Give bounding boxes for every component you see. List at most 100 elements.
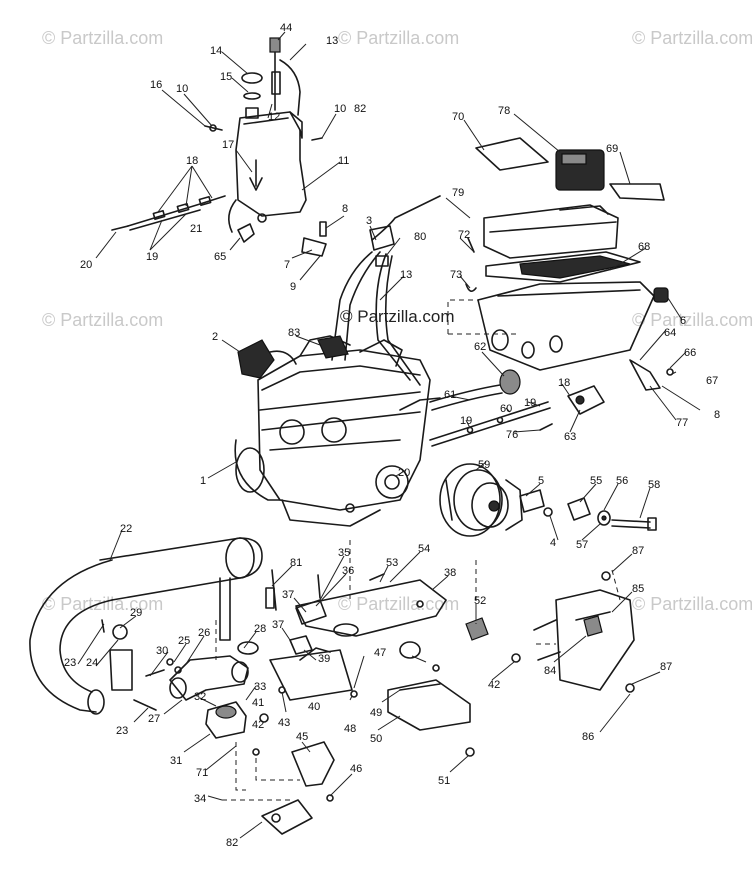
callout-label: 15 [220,71,232,83]
callout-label: 82 [226,837,238,849]
watermark: © Partzilla.com [42,310,163,330]
leader-lines [77,31,701,839]
callout-label: 52 [474,595,486,607]
callout-label: 65 [214,251,226,263]
callout-label: 29 [130,607,142,619]
engine-block [234,335,441,527]
callout-label: 2 [212,331,218,343]
callout-label: 40 [308,701,320,713]
callout-label: 55 [590,475,602,487]
callout-label: 69 [606,143,618,155]
callout-label: 41 [252,697,264,709]
callout-label: 39 [318,653,330,665]
callout-label: 5 [538,475,544,487]
callout-label: 59 [478,459,490,471]
callout-label: 63 [564,431,576,443]
callout-label: 1 [200,475,206,487]
callout-label: 80 [414,231,426,243]
callout-label: 77 [676,417,688,429]
callout-label: 36 [342,565,354,577]
callout-label: 13 [400,269,412,281]
callout-label: 18 [558,377,570,389]
callout-label: 23 [64,657,76,669]
callout-label: 78 [498,105,510,117]
callout-label: 19 [146,251,158,263]
callout-label: 62 [474,341,486,353]
lower-bracket [252,741,335,835]
exhaust-manifold [145,641,259,701]
callout-label: 53 [386,557,398,569]
callout-label: 19 [460,415,472,427]
rear-bracket [387,664,475,757]
watermark: © Partzilla.com [42,28,163,48]
callout-label: 87 [660,661,672,673]
exhaust-system [29,537,263,715]
callout-label: 33 [254,681,266,693]
callout-label: 48 [344,723,356,735]
callout-label: 4 [550,537,556,549]
callout-label: 50 [370,733,382,745]
callout-label: 46 [350,763,362,775]
oil-tank-assembly [204,37,327,257]
callout-label: 87 [632,545,644,557]
callout-label: 84 [544,665,556,677]
callout-label: 10 [176,83,188,95]
callout-label: 51 [438,775,450,787]
callout-label: 64 [664,327,676,339]
callout-label: 11 [338,155,349,167]
callout-label: 32 [194,691,206,703]
assembly-lines [215,299,621,801]
callout-label: 83 [288,327,300,339]
callout-label: 49 [370,707,382,719]
recoil-starter [439,463,523,537]
watermark: © Partzilla.com [42,594,163,614]
callout-label: 16 [150,79,162,91]
callout-label: 70 [452,111,464,123]
callout-numbers: 44 13 14 15 12 16 10 10 82 17 11 18 21 8… [64,22,720,849]
engine-plate [295,573,447,637]
callout-label: 17 [222,139,234,151]
watermark: © Partzilla.com [632,28,752,48]
callout-label: 8 [714,409,720,421]
watermark: © Partzilla.com [632,310,752,330]
callout-label: 34 [194,793,206,805]
watermark: © Partzilla.com [338,28,459,48]
watermark-center: © Partzilla.com [340,307,455,326]
callout-label: 30 [156,645,168,657]
callout-label: 38 [444,567,456,579]
air-box-assembly [465,137,674,391]
callout-label: 27 [148,713,160,725]
callout-label: 82 [354,103,366,115]
callout-label: 45 [296,731,308,743]
callout-label: 13 [326,35,338,47]
callout-label: 60 [500,403,512,415]
watermark: © Partzilla.com [338,594,459,614]
callout-label: 56 [616,475,628,487]
primer-assembly [429,385,605,447]
callout-label: 68 [638,241,650,253]
callout-label: 9 [290,281,296,293]
callout-label: 42 [488,679,500,691]
engine-mount-front [205,701,269,739]
callout-label: 26 [198,627,210,639]
callout-label: 23 [116,725,128,737]
callout-label: 10 [334,103,346,115]
shaft-hardware [519,489,657,531]
callout-label: 12 [268,111,280,123]
callout-label: 25 [178,635,190,647]
callout-label: 8 [342,203,348,215]
callout-label: 6 [680,315,686,327]
callout-label: 54 [418,543,430,555]
callout-label: 66 [684,347,696,359]
callout-label: 31 [170,755,182,767]
callout-label: 20 [80,259,92,271]
callout-label: 21 [190,223,202,235]
callout-label: 43 [278,717,290,729]
callout-label: 61 [444,389,456,401]
callout-label: 14 [210,45,222,57]
callout-label: 47 [374,647,386,659]
callout-label: 37 [282,589,294,601]
rubber-mount [399,617,521,663]
watermark: © Partzilla.com [632,594,752,614]
